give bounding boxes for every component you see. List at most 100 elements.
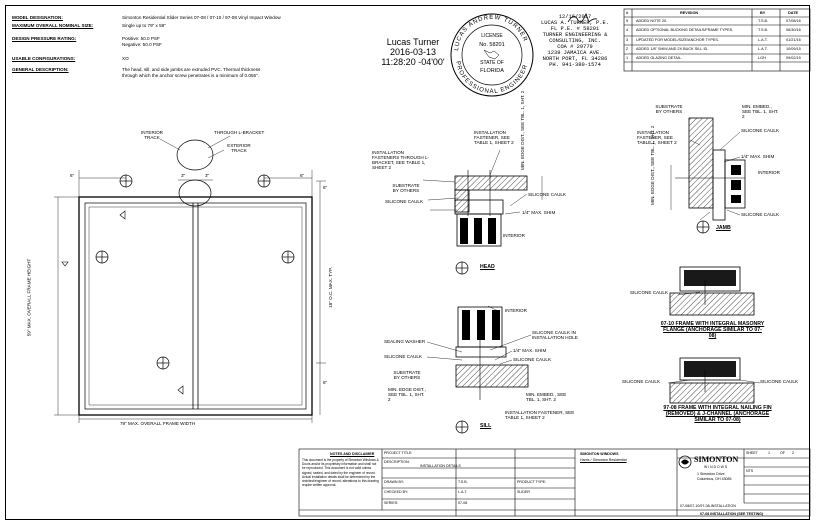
masonry-flange-detail (669, 266, 755, 316)
thru-bracket-label: THROUGH L-BRACKET (214, 130, 265, 135)
sill-caption: SILL (480, 423, 492, 429)
dim-6-vert-top: 6" (323, 185, 328, 190)
head-substrate-label: SUBSTRATE BY OTHERS (392, 183, 420, 193)
rev-num: 2 (626, 47, 629, 51)
drawing-number: 07-08/07-10/97-08-INSTALLATION (680, 504, 736, 508)
rev-desc: ADDED OPTIONAL BUCKING DETAILS/FRAME TYP… (636, 28, 734, 32)
max-size-label: MAXIMUM OVERALL NOMINAL SIZE: (12, 23, 94, 28)
rev-by: L.A.T. (758, 38, 768, 42)
rev-by: LGH (758, 56, 766, 60)
field-value: T.S.B. (458, 480, 468, 484)
of-label: OF (780, 451, 785, 455)
head-interior-label: INTERIOR (503, 233, 525, 238)
flange2-silicone-label: SILICONE CAULK (622, 379, 661, 384)
field-value: L.A.T. (458, 490, 468, 494)
sheet-label: SHEET (746, 451, 758, 455)
sill-min-edge-label: MIN. EDGE DIST., SEE TBL. 1, SHT. 2 (388, 387, 426, 402)
rev-num: 3 (626, 38, 629, 42)
sill-min-embed-label: MIN. EMBED., SEE TBL. 1, SHT. 2 (526, 392, 567, 402)
configurations-label: USABLE CONFIGURATIONS: (12, 56, 76, 61)
model-designation-value: Simonton Residential Slider Series 07-08… (122, 15, 281, 20)
sill-silicone-caulk-left: SILICONE CAULK (384, 354, 423, 359)
rev-date: 01/21/16 (786, 38, 801, 42)
design-pressure-pos: Positive: 50.0 PSF (122, 36, 160, 41)
dim-6-vert-bot: 6" (323, 380, 328, 385)
dim-6-right: 6" (300, 173, 305, 178)
oc-max-label: 18" O.C. MAX. TYP. (327, 267, 333, 308)
head-min-edge-label: MIN. EDGE DIST., SEE TBL. 1, SHT. 2 (520, 90, 525, 170)
simonton-sub: WINDOWS (704, 465, 729, 469)
rev-num: 1 (626, 56, 629, 60)
max-width-label: 79" MAX. OVERALL FRAME WIDTH (120, 421, 196, 426)
nailing-fin-detail (667, 357, 761, 404)
engineer-line: 1239 JAMAICA AVE. (547, 50, 603, 56)
signature-time: 11:28:20 -04'00' (381, 57, 445, 67)
simonton-logo-icon (678, 455, 692, 469)
simonton-addr1: 1 Simonton Drive (697, 472, 725, 476)
model-designation-label: MODEL DESIGNATION: (12, 15, 63, 20)
sill-interior-label: INTERIOR (505, 308, 527, 313)
exterior-track-label: EXTERIOR TRACK (227, 143, 251, 153)
jamb-install-fastener-label: INSTALLATION FASTENER, SEE TABLE 1, SHEE… (637, 130, 677, 145)
rev-date: 10/09/15 (786, 47, 801, 51)
field-value: SLIDER (517, 490, 530, 494)
configurations-value: XO (122, 56, 129, 61)
engineer-line: CONSULTING, INC. (549, 38, 601, 44)
sill-silicone-caulk-hole: SILICONE CAULK IN INSTALLATION HOLE (532, 330, 578, 340)
jamb-silicone-caulk-label: SILICONE CAULK (741, 128, 780, 133)
rev-date: 07/08/16 (786, 19, 801, 23)
signature-date: 2016-03-13 (389, 47, 437, 57)
jamb-interior-label: INTERIOR (758, 170, 780, 175)
head-section-detail (422, 149, 543, 275)
rev-header-by: BY (760, 11, 766, 15)
sill-substrate-label: SUBSTRATE BY OTHERS (393, 370, 421, 380)
rev-date: 09/02/15 (786, 56, 801, 60)
max-size-value: Single up to 79" x 59" (122, 23, 166, 28)
seal-state: STATE OF (480, 60, 504, 66)
design-pressure-label: DESIGN PRESSURE RATING: (12, 36, 77, 41)
field-label: PROJECT TITLE: (384, 451, 413, 455)
simonton-addr2: Columbus, OH 43085 (697, 477, 732, 481)
rev-desc: ADDED 1/8" SHIM AND 2X BUCK SILL ID. (636, 47, 709, 51)
jamb-min-edge-label: MIN. EDGE DIST., SEE TBL. 1, SHT. 2 (650, 125, 655, 205)
dim-3-left: 3" (181, 173, 186, 178)
rev-header-date: DATE (788, 11, 799, 15)
sill-section-detail (426, 305, 532, 434)
flange2-silicone-label2: SILICONE CAULK (760, 379, 799, 384)
rev-desc: ADDED NOTE 20. (636, 19, 668, 23)
notes-title: NOTES AND DISCLAIMER (330, 452, 375, 456)
head-silicone-caulk-right: SILICONE CAULK (528, 192, 567, 197)
jamb-section-detail (670, 117, 746, 234)
rev-header-num: # (626, 11, 629, 15)
design-pressure-neg: Negative: 50.0 PSF (122, 42, 162, 47)
sill-install-fastener-label: INSTALLATION FASTENER, SEE TABLE 1, SHEE… (505, 410, 575, 420)
head-caption: HEAD (480, 264, 495, 270)
signature-name: Lucas Turner (386, 37, 440, 47)
field-value: INSTALLATION DETAILS (420, 464, 461, 468)
field-label: PRODUCT TYPE: (517, 480, 547, 484)
rev-by: T.S.B. (758, 28, 769, 32)
head-silicone-caulk-left: SILICONE CAULK (385, 199, 424, 204)
engineer-line: COA # 29779 (557, 44, 593, 50)
jamb-shim-label: 1/4" MAX. SHIM (741, 154, 775, 159)
elevation-view (54, 135, 326, 423)
field-label: DRAWN BY: (384, 480, 405, 484)
sill-silicone-caulk-right: SILICONE CAULK (513, 357, 552, 362)
company-line1: SIMONTON WINDOWS (580, 452, 619, 456)
seal-number: No. 58201 (479, 42, 504, 48)
engineer-line: PH. 941-380-1574 (549, 62, 601, 68)
flange2-caption: 97-08 FRAME WITH INTEGRAL NAILING FIN (R… (663, 405, 772, 423)
signature-scribble (567, 12, 598, 23)
max-height-label: 59" MAX. OVERALL FRAME HEIGHT (26, 258, 32, 337)
field-label: SERIES: (384, 501, 399, 505)
sill-shim-label: 1/4" MAX. SHIM (513, 348, 547, 353)
head-shim-label: 1/4" MAX. SHIM (522, 210, 556, 215)
head-install-fastener-label: INSTALLATION FASTENERS THROUGH L-BRACKET… (372, 150, 430, 170)
engineer-line: LUCAS A. TURNER, P.E. (541, 20, 609, 26)
seal-license: LICENSE (481, 33, 503, 39)
jamb-substrate-label: SUBSTRATE BY OTHERS (655, 104, 683, 114)
drawing-sheet (5, 5, 810, 520)
field-label: CHECKED BY: (384, 490, 409, 494)
dim-6-left: 6" (70, 173, 75, 178)
